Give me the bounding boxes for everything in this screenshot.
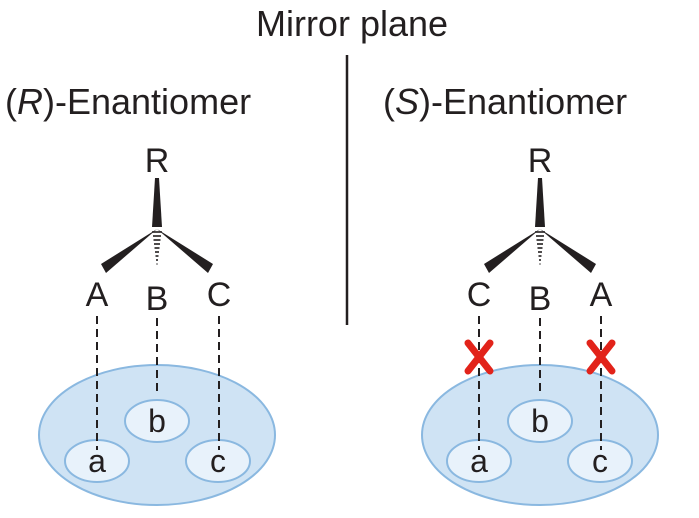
s-enantiomer: (S)-Enantiomer R C B A bbox=[383, 81, 659, 506]
r-enantiomer: (R)-Enantiomer R A B C a bbox=[5, 81, 276, 506]
s-site-label-b: b bbox=[531, 403, 549, 439]
s-blocked-mark-1 bbox=[464, 339, 494, 375]
r-top-group-label: R bbox=[145, 142, 170, 180]
s-binding-site-b bbox=[507, 399, 573, 443]
r-right-wedge-bond bbox=[157, 229, 213, 273]
s-enantiomer-heading: (S)-Enantiomer bbox=[383, 81, 627, 122]
s-blocked-mark-3 bbox=[586, 339, 616, 375]
s-site-label-a: a bbox=[470, 443, 488, 479]
r-hashed-bond bbox=[152, 231, 162, 265]
s-group-label-3: A bbox=[590, 276, 613, 314]
r-site-label-a: a bbox=[88, 443, 106, 479]
r-site-label-c: c bbox=[210, 443, 226, 479]
s-group-label-2: B bbox=[529, 280, 552, 318]
s-hashed-bond bbox=[535, 231, 545, 265]
s-right-wedge-bond bbox=[540, 229, 596, 273]
mirror-plane-label: Mirror plane bbox=[256, 3, 448, 44]
r-group-label-2: B bbox=[146, 280, 169, 318]
r-binding-site-b bbox=[124, 399, 190, 443]
s-top-wedge-bond bbox=[535, 178, 545, 227]
r-group-label-3: C bbox=[207, 276, 232, 314]
s-site-label-c: c bbox=[592, 443, 608, 479]
s-group-label-1: C bbox=[467, 276, 492, 314]
r-top-wedge-bond bbox=[152, 178, 162, 227]
r-group-label-1: A bbox=[86, 276, 109, 314]
s-top-group-label: R bbox=[528, 142, 553, 180]
r-site-label-b: b bbox=[148, 403, 166, 439]
s-left-wedge-bond bbox=[484, 229, 540, 273]
r-enantiomer-heading: (R)-Enantiomer bbox=[5, 81, 251, 122]
r-left-wedge-bond bbox=[101, 229, 157, 273]
